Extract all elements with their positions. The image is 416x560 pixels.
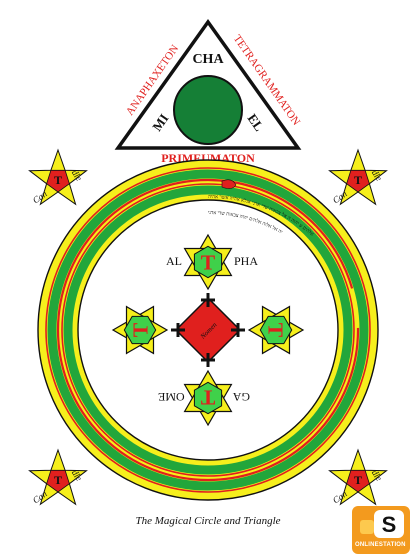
hexagram-letter: T	[129, 322, 153, 337]
green-band-outer	[47, 169, 369, 491]
magic-circle: אלהים ע יהוה ה אל צבאות שדי אדני אגלא אה…	[37, 159, 379, 501]
crosses-group	[171, 293, 245, 367]
triangle-name-top: CHA	[192, 52, 224, 67]
cross-icon	[171, 323, 185, 337]
green-band-inner	[63, 185, 353, 475]
figure-caption: The Magical Circle and Triangle	[135, 515, 281, 527]
hexagram-top-left-label: AL	[166, 254, 182, 268]
hexagram-group: T T T T	[111, 233, 305, 427]
hexagram-letter: T	[200, 385, 215, 409]
hexagram-letter: T	[201, 251, 216, 275]
cross-icon	[201, 353, 215, 367]
hexagram-bottom: T	[183, 369, 233, 427]
onlinestation-logo-icon: S	[352, 506, 410, 554]
serpent-ring	[56, 178, 360, 482]
hexagram-bottom-right-label: GA	[232, 390, 250, 404]
hexagram-left: T	[111, 305, 169, 355]
central-diamond: Nomen	[174, 296, 242, 364]
cross-icon	[231, 323, 245, 337]
hexagram-right: T	[247, 305, 305, 355]
hexagram-letter: T	[263, 323, 287, 338]
conjuration-triangle: CHA MI EL ANAPHAXETON TETRAGRAMMATON PRI…	[114, 18, 302, 165]
serpent-head	[221, 179, 237, 189]
star-letter: T	[354, 473, 362, 487]
hexagram-bottom-left-label: OME	[158, 390, 185, 404]
cross-icon	[201, 293, 215, 307]
badge-letter: S	[382, 512, 397, 537]
star-letter: T	[54, 473, 62, 487]
star-letter: T	[54, 173, 62, 187]
star-letter: T	[354, 173, 362, 187]
hexagram-top-right-label: PHA	[234, 254, 258, 268]
triangle-green-disc	[173, 75, 243, 145]
onlinestation-badge[interactable]: S ONLINESTATION	[352, 506, 410, 554]
hexagram-top: T	[183, 233, 233, 291]
badge-word: ONLINESTATION	[355, 542, 406, 548]
